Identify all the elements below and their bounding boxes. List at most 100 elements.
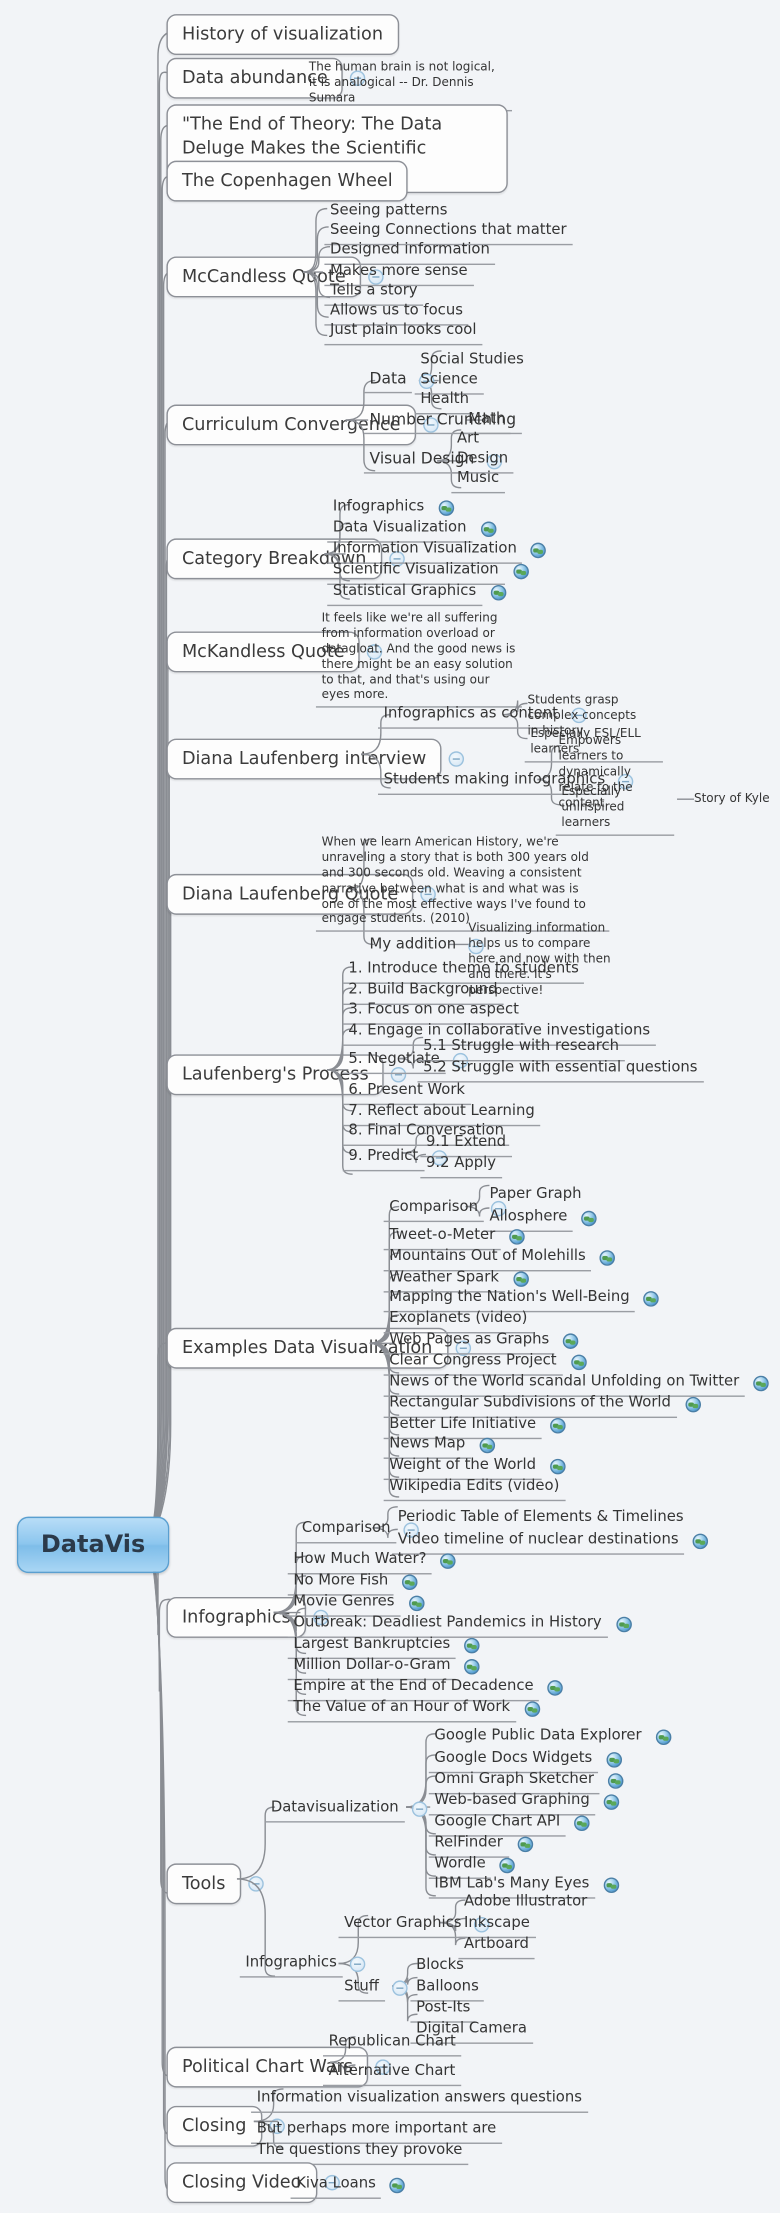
collapse-toggle-icon[interactable] xyxy=(368,269,384,285)
node-negotiate[interactable]: 5. Negotiate xyxy=(342,1049,475,1074)
globe-icon[interactable] xyxy=(615,1617,632,1633)
globe-icon[interactable] xyxy=(509,1229,525,1246)
list-item[interactable]: How Much Water? xyxy=(287,1549,457,1574)
list-item[interactable]: Artboard xyxy=(458,1934,535,1959)
collapse-toggle-icon[interactable] xyxy=(350,70,366,86)
list-item[interactable]: Statistical Graphics xyxy=(327,581,506,606)
list-item[interactable]: 4. Engage in collaborative investigation… xyxy=(342,1021,656,1046)
node-data[interactable]: Data xyxy=(363,368,442,394)
globe-icon[interactable] xyxy=(524,1701,540,1718)
globe-icon[interactable] xyxy=(643,1291,660,1308)
node-comparison-infographics[interactable]: Comparison xyxy=(296,1518,426,1543)
node-mckandless-quote-note[interactable]: It feels like we're all suffering from i… xyxy=(315,610,525,708)
list-item[interactable]: Weight of the World xyxy=(383,1455,566,1480)
globe-icon[interactable] xyxy=(464,1638,480,1654)
list-item[interactable]: Empowers learners to dynamically relate … xyxy=(556,734,674,811)
list-item[interactable]: Empire at the End of Decadence xyxy=(287,1676,564,1701)
globe-icon[interactable] xyxy=(608,1773,624,1790)
node-especially-uninspired-learners[interactable]: Especially uninspired learners xyxy=(555,784,677,836)
node-diana-laufenberg-quote[interactable]: Diana Laufenberg Quote xyxy=(166,873,443,915)
list-item[interactable]: Million Dollar-o-Gram xyxy=(287,1655,481,1680)
list-item[interactable]: Web-based Graphing xyxy=(428,1790,620,1816)
list-item[interactable]: Allosphere xyxy=(483,1207,597,1232)
list-item[interactable]: The Value of an Hour of Work xyxy=(287,1697,540,1722)
list-item[interactable]: 8. Final Conversation xyxy=(342,1121,510,1146)
list-item[interactable]: Social Studies xyxy=(415,350,530,373)
list-item[interactable]: Wikipedia Edits (video) xyxy=(383,1476,565,1501)
collapse-toggle-icon[interactable] xyxy=(367,644,383,660)
list-item[interactable]: Seeing patterns xyxy=(324,200,453,223)
globe-icon[interactable] xyxy=(499,1858,516,1874)
globe-icon[interactable] xyxy=(599,1250,616,1267)
node-stuff[interactable]: Stuff xyxy=(338,1976,415,2002)
list-item[interactable]: Tells a story xyxy=(324,280,424,306)
collapse-toggle-icon[interactable] xyxy=(454,1340,471,1356)
list-item[interactable]: Balloons xyxy=(410,1976,485,2002)
globe-icon[interactable] xyxy=(440,1553,457,1570)
globe-icon[interactable] xyxy=(513,1271,529,1288)
list-item[interactable]: 7. Reflect about Learning xyxy=(342,1101,541,1126)
collapse-toggle-icon[interactable] xyxy=(430,1150,447,1167)
collapse-toggle-icon[interactable] xyxy=(468,938,485,955)
collapse-toggle-icon[interactable] xyxy=(375,2059,392,2075)
list-item[interactable]: 5.2 Struggle with essential questions xyxy=(417,1057,704,1083)
list-item[interactable]: Largest Bankruptcies xyxy=(287,1634,480,1659)
list-item[interactable]: Math xyxy=(462,409,511,434)
list-item[interactable]: Story of Kyle xyxy=(688,791,775,811)
list-item[interactable]: Republican Chart xyxy=(323,2031,462,2057)
collapse-toggle-icon[interactable] xyxy=(448,751,465,767)
list-item[interactable]: Makes more sense xyxy=(324,261,474,286)
globe-icon[interactable] xyxy=(480,521,497,538)
collapse-toggle-icon[interactable] xyxy=(617,774,634,790)
root-node[interactable]: DataVis xyxy=(16,1516,170,1574)
collapse-toggle-icon[interactable] xyxy=(247,1876,264,1892)
globe-icon[interactable] xyxy=(464,1659,481,1675)
list-item[interactable]: Health xyxy=(414,389,475,414)
globe-icon[interactable] xyxy=(692,1534,709,1550)
list-item[interactable]: Science xyxy=(414,369,484,395)
list-item[interactable]: Digital Camera xyxy=(410,2018,533,2044)
node-closing-video[interactable]: Closing Video xyxy=(166,2162,346,2203)
list-item[interactable]: 3. Focus on one aspect xyxy=(342,999,525,1025)
collapse-toggle-icon[interactable] xyxy=(423,417,439,433)
node-infographics-as-content[interactable]: Infographics as content xyxy=(378,703,593,729)
collapse-toggle-icon[interactable] xyxy=(403,1522,419,1539)
list-item[interactable]: Video timeline of nuclear destinations xyxy=(392,1529,709,1555)
list-item[interactable]: Weather Spark xyxy=(383,1267,529,1293)
node-copenhagen-wheel[interactable]: The Copenhagen Wheel xyxy=(166,160,409,202)
list-item[interactable]: Wordle xyxy=(428,1854,516,1879)
globe-icon[interactable] xyxy=(574,1815,590,1832)
collapse-toggle-icon[interactable] xyxy=(323,2174,340,2191)
collapse-toggle-icon[interactable] xyxy=(570,708,587,724)
collapse-toggle-icon[interactable] xyxy=(452,1053,469,1069)
node-predict[interactable]: 9. Predict xyxy=(342,1146,454,1171)
list-item[interactable]: Blocks xyxy=(410,1955,469,1978)
list-item[interactable]: News of the World scandal Unfolding on T… xyxy=(383,1371,769,1397)
globe-icon[interactable] xyxy=(547,1680,564,1697)
list-item[interactable]: Movie Genres xyxy=(287,1591,425,1617)
globe-icon[interactable] xyxy=(603,1877,619,1894)
collapse-toggle-icon[interactable] xyxy=(391,1066,407,1083)
list-item[interactable]: Data Visualization xyxy=(327,517,497,543)
list-item[interactable]: Google Docs Widgets xyxy=(428,1748,622,1773)
globe-icon[interactable] xyxy=(655,1729,672,1745)
list-item[interactable]: 9.2 Apply xyxy=(420,1153,502,1178)
globe-icon[interactable] xyxy=(479,1438,495,1454)
list-item[interactable]: Infographics xyxy=(327,496,454,519)
node-political-chart-wars[interactable]: Political Chart Wars xyxy=(166,2046,398,2088)
globe-icon[interactable] xyxy=(402,1574,418,1591)
list-item[interactable]: 9.1 Extend xyxy=(420,1132,512,1157)
collapse-toggle-icon[interactable] xyxy=(391,1980,408,1997)
list-item[interactable]: Just plain looks cool xyxy=(324,320,483,345)
node-my-addition[interactable]: My addition xyxy=(364,935,492,958)
globe-icon[interactable] xyxy=(530,543,547,559)
node-number-crunching[interactable]: Number Crunching xyxy=(363,409,522,435)
list-item[interactable]: RelFinder xyxy=(428,1832,533,1858)
collapse-toggle-icon[interactable] xyxy=(487,453,503,469)
list-item[interactable]: Students grasp complex concepts in histo… xyxy=(525,693,652,739)
node-data-abundance[interactable]: Data abundance xyxy=(166,57,372,99)
list-item[interactable]: But perhaps more important are xyxy=(251,2119,502,2144)
globe-icon[interactable] xyxy=(581,1211,597,1227)
list-item[interactable]: Google Chart API xyxy=(428,1811,590,1837)
list-item[interactable]: Information Visualization xyxy=(327,538,547,564)
